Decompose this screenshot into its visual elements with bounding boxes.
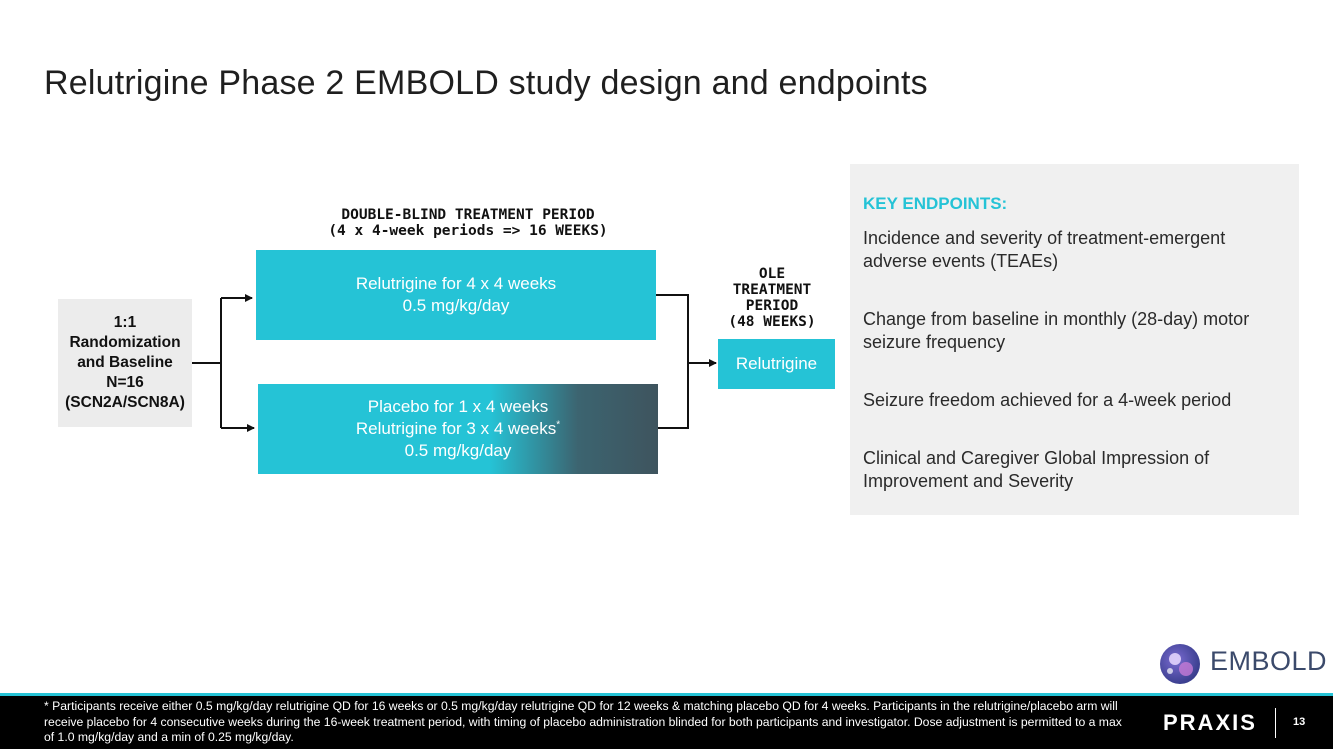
footnote-marker: * xyxy=(556,419,561,431)
placebo-arm-relutrigine-text: Relutrigine for 3 x 4 weeks xyxy=(355,419,557,438)
ole-relutrigine-box: Relutrigine xyxy=(718,339,835,389)
randomization-box: 1:1 Randomization and Baseline N=16 (SCN… xyxy=(58,299,192,427)
double-blind-subtitle: (4 x 4-week periods => 16 WEEKS) xyxy=(328,223,608,239)
placebo-arm-dose: 0.5 mg/kg/day xyxy=(404,441,512,460)
key-endpoints-panel: KEY ENDPOINTS: Incidence and severity of… xyxy=(850,164,1299,515)
page-number: 13 xyxy=(1293,716,1306,728)
ole-period-header: OLE TREATMENT PERIOD (48 WEEKS) xyxy=(712,266,832,330)
randomization-ratio: 1:1 xyxy=(113,314,137,331)
arms-merge-connector xyxy=(656,294,689,429)
endpoint-item: Change from baseline in monthly (28-day)… xyxy=(863,309,1250,352)
endpoint-item: Seizure freedom achieved for a 4-week pe… xyxy=(863,390,1232,410)
endpoint-item: Incidence and severity of treatment-emer… xyxy=(863,228,1226,271)
footer-divider xyxy=(1275,708,1276,738)
double-blind-period-header: DOUBLE-BLIND TREATMENT PERIOD (4 x 4-wee… xyxy=(258,207,678,239)
ole-line: TREATMENT xyxy=(732,282,812,298)
double-blind-title: DOUBLE-BLIND TREATMENT PERIOD xyxy=(341,207,595,223)
praxis-logo: PRAXIS xyxy=(1163,710,1257,735)
footnote-text: * Participants receive either 0.5 mg/kg/… xyxy=(44,699,1122,744)
placebo-arm-relutrigine-regimen: Relutrigine for 3 x 4 weeks* xyxy=(356,418,560,440)
randomization-connector xyxy=(192,298,222,428)
endpoint-item: Clinical and Caregiver Global Impression… xyxy=(863,448,1210,491)
embold-logo: EMBOLD xyxy=(1158,642,1328,686)
sample-size: N=16 xyxy=(106,374,144,391)
placebo-arm-box: Placebo for 1 x 4 weeks Relutrigine for … xyxy=(258,384,658,474)
page-title: Relutrigine Phase 2 EMBOLD study design … xyxy=(44,64,928,102)
relutrigine-arm-dose: 0.5 mg/kg/day xyxy=(402,296,510,315)
embold-logo-text: EMBOLD xyxy=(1210,646,1328,676)
relutrigine-arm-regimen: Relutrigine for 4 x 4 weeks xyxy=(355,274,557,293)
ole-line: PERIOD xyxy=(745,298,799,314)
genotype-label: (SCN2A/SCN8A) xyxy=(65,394,185,411)
placebo-arm-placebo-regimen: Placebo for 1 x 4 weeks xyxy=(367,397,549,416)
footer-bar: * Participants receive either 0.5 mg/kg/… xyxy=(0,693,1333,749)
ole-line: (48 WEEKS) xyxy=(728,314,816,330)
key-endpoints-heading: KEY ENDPOINTS: xyxy=(863,194,1008,213)
ole-line: OLE xyxy=(758,266,786,282)
embold-emblem-icon xyxy=(1160,644,1200,684)
relutrigine-arm-box: Relutrigine for 4 x 4 weeks 0.5 mg/kg/da… xyxy=(256,250,656,340)
randomization-label: Randomization xyxy=(69,334,181,351)
baseline-label: and Baseline xyxy=(77,354,173,371)
